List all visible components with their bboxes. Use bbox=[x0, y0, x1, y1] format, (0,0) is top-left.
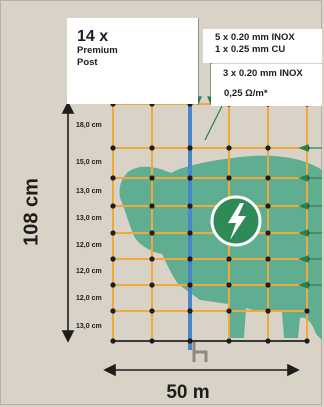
width-arrow bbox=[103, 363, 300, 377]
spacing-label: 12,0 cm bbox=[76, 295, 102, 302]
post-name-line1: Premium bbox=[77, 45, 118, 56]
wire-spec-line1: 5 x 0.20 mm INOX bbox=[215, 32, 295, 43]
height-arrow bbox=[61, 101, 75, 343]
sheep-silhouette bbox=[119, 155, 323, 340]
spacing-label: 13,0 cm bbox=[76, 215, 102, 222]
spacing-label: 18,0 cm bbox=[76, 122, 102, 129]
spacing-label: 12,0 cm bbox=[76, 268, 102, 275]
spacing-label: 12,0 cm bbox=[76, 242, 102, 249]
vertical-strands-callout: 3 x 0.20 mm INOX bbox=[211, 64, 322, 86]
wire-arrows bbox=[298, 144, 322, 289]
lightning-bolt-icon bbox=[210, 195, 262, 247]
post-spike bbox=[192, 342, 208, 362]
post-count: 14 x bbox=[77, 28, 109, 45]
vertical-strands-spec: 3 x 0.20 mm INOX bbox=[223, 68, 303, 79]
resistance-value: 0,25 Ω/m* bbox=[224, 88, 268, 99]
resistance-callout: 0,25 Ω/m* bbox=[211, 86, 322, 106]
height-label: 108 cm bbox=[20, 178, 43, 246]
spacing-label: 13,0 cm bbox=[76, 188, 102, 195]
spacing-label: 15,0 cm bbox=[76, 159, 102, 166]
width-label: 50 m bbox=[166, 382, 210, 403]
spacing-label: 13,0 cm bbox=[76, 323, 102, 330]
post-callout: 14 x Premium Post bbox=[67, 18, 198, 104]
post-name-line2: Post bbox=[77, 57, 98, 68]
wire-callout: 5 x 0.20 mm INOX 1 x 0.25 mm CU bbox=[203, 29, 322, 63]
wire-spec-line2: 1 x 0.25 mm CU bbox=[215, 44, 286, 55]
